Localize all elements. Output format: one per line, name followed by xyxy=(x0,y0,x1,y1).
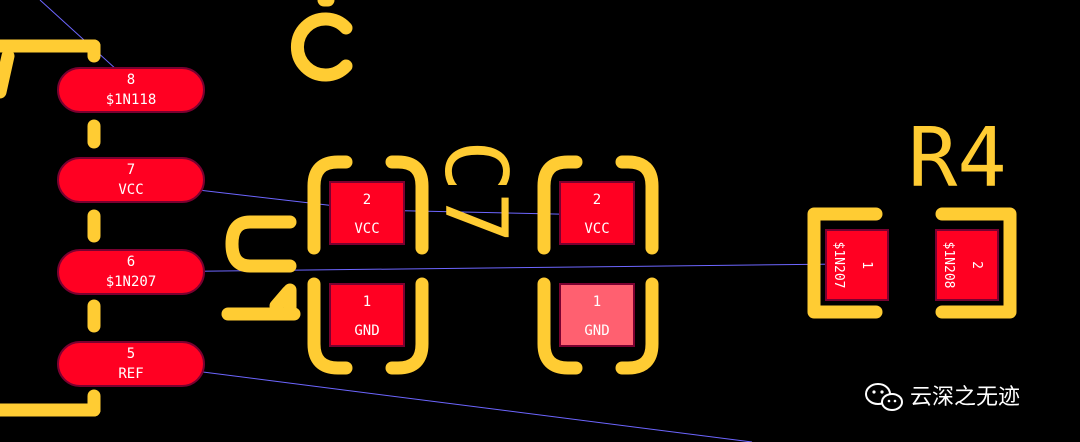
watermark-text: 云深之无迹 xyxy=(910,385,1020,410)
partial-designator-c xyxy=(291,12,353,82)
pad-number: 1 xyxy=(363,294,371,310)
capacitor-left-outline xyxy=(307,155,429,375)
pad-net-label: $1N208 xyxy=(941,242,956,289)
pad-net-label: GND xyxy=(354,323,379,339)
designator-c7: C7 xyxy=(425,140,525,244)
pad-number: 2 xyxy=(593,192,601,208)
wechat-icon xyxy=(865,383,903,411)
pad-net-label: GND xyxy=(584,323,609,339)
ratsnest-line[interactable] xyxy=(139,363,753,442)
pad-net-label: $1N207 xyxy=(106,274,157,290)
capacitor-right-pad-2[interactable]: 2 VCC xyxy=(559,181,635,245)
pad-number: 8 xyxy=(127,72,135,88)
pad-net-label: $1N207 xyxy=(831,242,846,289)
designator-r4: R4 xyxy=(908,111,1007,206)
pad-number: 2 xyxy=(969,261,984,269)
capacitor-right-outline xyxy=(537,155,659,375)
pad-number: 2 xyxy=(363,192,371,208)
resistor-pad-1[interactable]: 1 $1N207 xyxy=(825,229,889,301)
pad-number: 1 xyxy=(859,261,874,269)
watermark: 云深之无迹 xyxy=(865,383,1020,411)
resistor-pads: 1 $1N207 2 $1N208 xyxy=(825,229,999,301)
capacitor-left-pad-2[interactable]: 2 VCC xyxy=(329,181,405,245)
capacitor-right-pads: 2 VCC 1 GND xyxy=(559,181,635,347)
ic-pad-6[interactable]: 6 $1N207 xyxy=(57,249,205,295)
pad-net-label: REF xyxy=(118,366,143,382)
capacitor-left-pads: 2 VCC 1 GND xyxy=(329,181,405,347)
silkscreen-layer xyxy=(0,0,1017,417)
pad-net-label: VCC xyxy=(584,221,609,237)
capacitor-right-pad-1-selected[interactable]: 1 GND xyxy=(559,283,635,347)
ic-pad-8[interactable]: 8 $1N118 xyxy=(57,67,205,113)
pad-number: 1 xyxy=(593,294,601,310)
pad-net-label: VCC xyxy=(354,221,379,237)
pad-number: 5 xyxy=(127,346,135,362)
pad-net-label: $1N118 xyxy=(106,92,157,108)
ic-pad-7[interactable]: 7 VCC xyxy=(57,157,205,203)
capacitor-left-pad-1[interactable]: 1 GND xyxy=(329,283,405,347)
pad-number: 7 xyxy=(127,162,135,178)
resistor-pad-2[interactable]: 2 $1N208 xyxy=(935,229,999,301)
designator-u1 xyxy=(221,215,301,321)
pad-net-label: VCC xyxy=(118,182,143,198)
resistor-outline xyxy=(807,207,1017,319)
ic-pad-5[interactable]: 5 REF xyxy=(57,341,205,387)
pad-number: 6 xyxy=(127,254,135,270)
ic-pads: 8 $1N118 7 VCC 6 $1N207 5 REF xyxy=(57,67,205,387)
ic-outline xyxy=(0,39,101,417)
